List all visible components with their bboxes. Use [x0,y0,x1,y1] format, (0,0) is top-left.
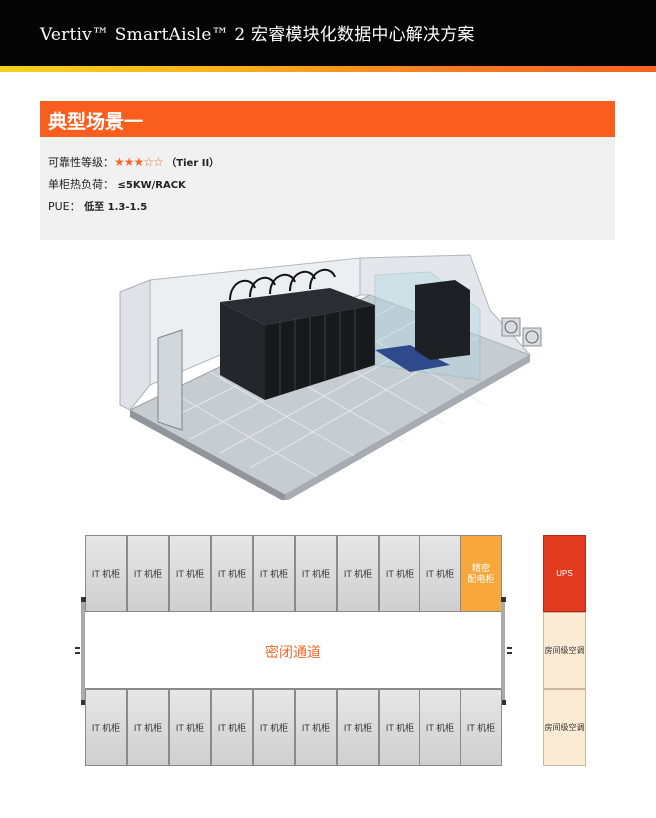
door-handle-icon [507,652,512,654]
it-cabinet-top-5: IT 机柜 [253,535,295,612]
precision-pdu-cabinet: 精密 配电柜 [460,535,502,612]
load-row: 单柜热负荷： ≤5KW/RACK [48,176,186,192]
page-title: Vertiv™ SmartAisle™ 2 宏睿模块化数据中心解决方案 [40,25,475,45]
tier-value: （Tier II） [166,158,220,169]
load-value: ≤5KW/RACK [117,180,186,191]
door-handle-icon [75,647,80,649]
aisle-door-right [501,600,505,700]
it-cabinet-bottom-10: IT 机柜 [460,689,502,766]
it-cabinet-bottom-2: IT 机柜 [127,689,169,766]
it-cabinet-bottom-3: IT 机柜 [169,689,211,766]
datacenter-3d-illustration [119,254,542,500]
door-handle-icon [75,652,80,654]
accent-gradient-bar [0,66,656,72]
ups-unit: UPS [543,535,586,612]
top-banner: Vertiv™ SmartAisle™ 2 宏睿模块化数据中心解决方案 [0,0,656,66]
scenario-title: 典型场景一 [48,111,144,133]
it-cabinet-top-4: IT 机柜 [211,535,253,612]
reliability-label: 可靠性等级： [48,156,114,169]
it-cabinet-top-1: IT 机柜 [85,535,127,612]
it-cabinet-bottom-8: IT 机柜 [379,689,421,766]
it-cabinet-top-2: IT 机柜 [127,535,169,612]
aisle-door-left [81,600,85,700]
it-cabinet-top-8: IT 机柜 [379,535,421,612]
pue-row: PUE： 低至 1.3-1.5 [48,198,147,214]
load-label: 单柜热负荷： [48,178,114,191]
scenario-specs: 可靠性等级：★★★☆☆ （Tier II） 单柜热负荷： ≤5KW/RACK P… [40,137,615,240]
it-cabinet-top-9: IT 机柜 [419,535,461,612]
it-cabinet-top-3: IT 机柜 [169,535,211,612]
it-cabinet-bottom-7: IT 机柜 [337,689,379,766]
it-cabinet-bottom-4: IT 机柜 [211,689,253,766]
it-cabinet-top-7: IT 机柜 [337,535,379,612]
pue-value: 低至 1.3-1.5 [84,202,148,213]
door-handle-icon [507,647,512,649]
it-cabinet-top-6: IT 机柜 [295,535,337,612]
it-cabinet-bottom-1: IT 机柜 [85,689,127,766]
aisle-label: 密闭通道 [265,645,321,661]
room-ac-unit-2: 房间级空调 [543,689,586,766]
pue-label: PUE： [48,200,81,213]
it-cabinet-bottom-5: IT 机柜 [253,689,295,766]
scenario-header: 典型场景一 [40,101,615,137]
it-cabinet-bottom-6: IT 机柜 [295,689,337,766]
reliability-row: 可靠性等级：★★★☆☆ （Tier II） [48,154,219,170]
room-ac-unit-1: 房间级空调 [543,612,586,689]
it-cabinet-bottom-9: IT 机柜 [419,689,461,766]
closed-aisle: 密闭通道 [85,611,501,689]
star-rating-icon: ★★★☆☆ [114,155,164,169]
